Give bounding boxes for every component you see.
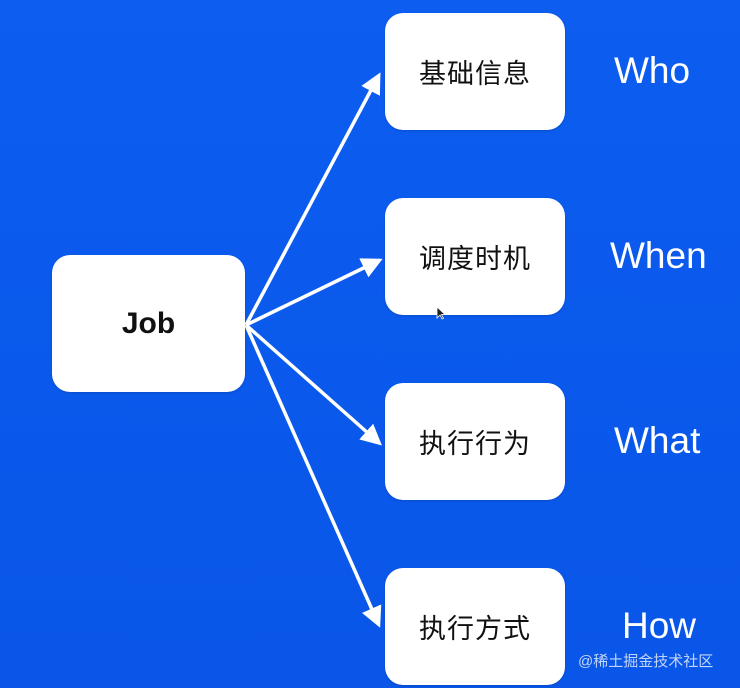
node-label: 执行方式 bbox=[419, 614, 531, 644]
node-schedule-timing: 调度时机 bbox=[385, 198, 565, 315]
node-execution-mode: 执行方式 bbox=[385, 568, 565, 685]
node-basic-info: 基础信息 bbox=[385, 13, 565, 130]
arrow-to-basic-info bbox=[244, 72, 381, 326]
watermark: @稀土掘金技术社区 bbox=[578, 653, 714, 670]
mouse-pointer-icon bbox=[436, 306, 446, 320]
root-node-job: Job bbox=[52, 255, 245, 392]
side-label-how: How bbox=[622, 605, 697, 646]
arrow-to-execution-mode bbox=[244, 324, 382, 628]
node-label: 调度时机 bbox=[419, 244, 531, 274]
arrow-to-schedule-timing bbox=[245, 258, 383, 327]
node-label: 执行行为 bbox=[419, 429, 531, 459]
root-node-label: Job bbox=[121, 306, 176, 340]
side-label-who: Who bbox=[614, 50, 691, 91]
node-execution-behavior: 执行行为 bbox=[385, 383, 565, 500]
side-label-when: When bbox=[610, 235, 707, 276]
side-label-what: What bbox=[614, 420, 701, 461]
arrow-to-execution-behavior bbox=[244, 323, 382, 446]
node-label: 基础信息 bbox=[419, 59, 531, 89]
